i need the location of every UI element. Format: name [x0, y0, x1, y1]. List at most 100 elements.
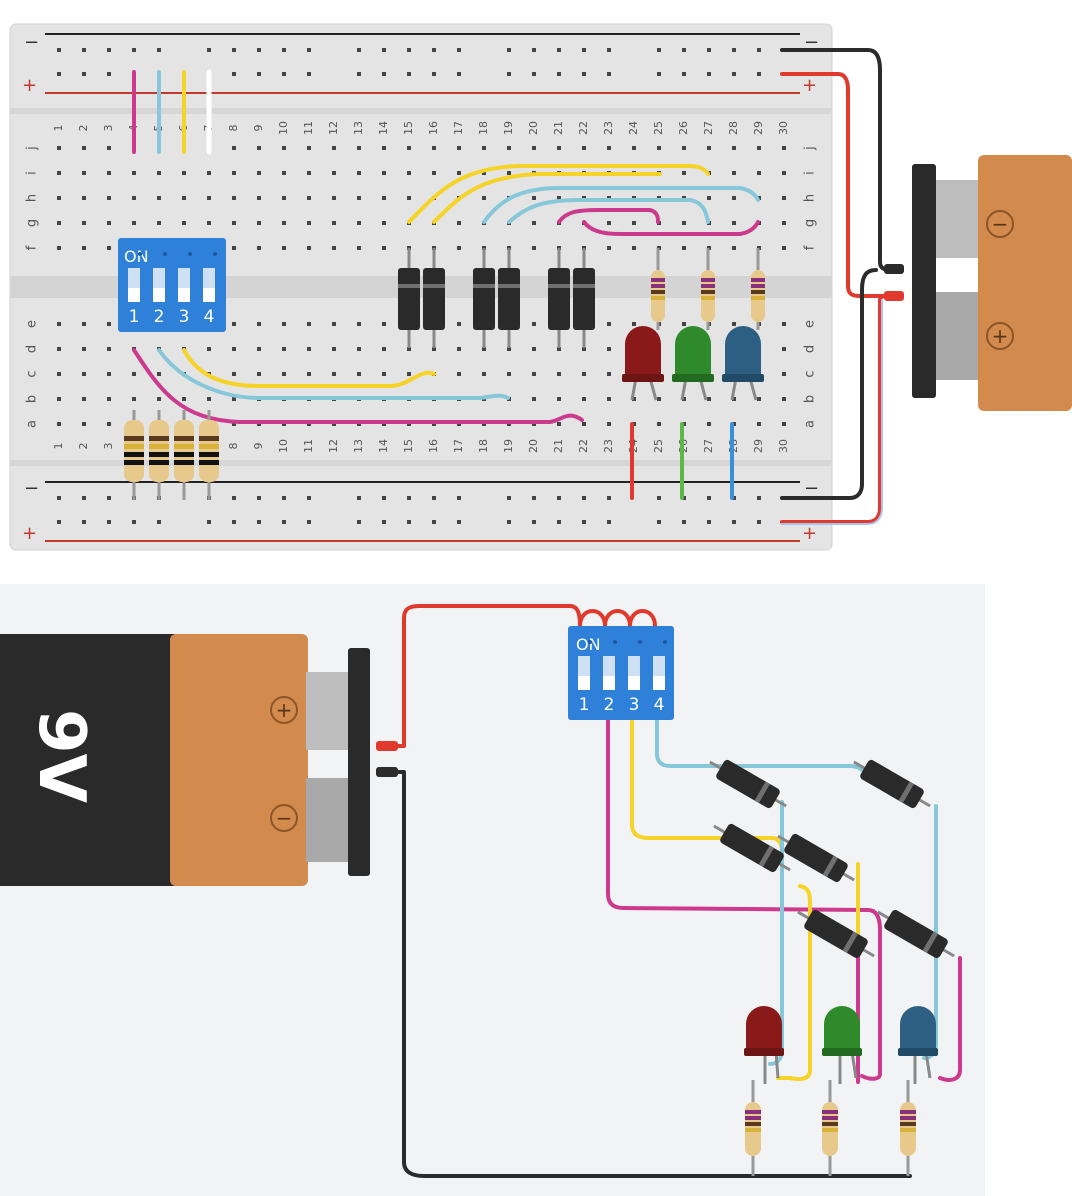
wire-magenta-lower[interactable] [132, 348, 584, 424]
breadboard-hole[interactable] [682, 221, 686, 225]
breadboard-hole[interactable] [732, 196, 736, 200]
breadboard-hole[interactable] [457, 171, 461, 175]
breadboard-hole[interactable] [482, 372, 486, 376]
breadboard-hole[interactable] [607, 347, 611, 351]
wire-magenta-upper-1[interactable] [557, 208, 660, 224]
breadboard-hole[interactable] [307, 171, 311, 175]
breadboard-hole[interactable] [207, 171, 211, 175]
breadboard-hole[interactable] [382, 171, 386, 175]
breadboard-hole[interactable] [182, 397, 186, 401]
schematic-led-blue[interactable] [898, 1006, 938, 1084]
breadboard-hole[interactable] [257, 196, 261, 200]
rail-hole[interactable] [607, 48, 611, 52]
diode[interactable] [573, 268, 595, 330]
schematic-diode[interactable] [708, 816, 795, 879]
wire-yellow-upper-2[interactable] [432, 172, 662, 224]
battery-connector-red[interactable] [884, 291, 904, 301]
breadboard-hole[interactable] [532, 196, 536, 200]
breadboard-hole[interactable] [282, 171, 286, 175]
breadboard-hole[interactable] [357, 246, 361, 250]
rail-hole[interactable] [132, 520, 136, 524]
breadboard-hole[interactable] [732, 397, 736, 401]
breadboard-hole[interactable] [332, 146, 336, 150]
breadboard-hole[interactable] [532, 246, 536, 250]
rail-hole[interactable] [82, 48, 86, 52]
rail-hole[interactable] [407, 48, 411, 52]
rail-hole[interactable] [457, 496, 461, 500]
breadboard-hole[interactable] [457, 221, 461, 225]
breadboard-hole[interactable] [557, 372, 561, 376]
diode[interactable] [473, 268, 495, 330]
rail-hole[interactable] [707, 72, 711, 76]
rail-hole[interactable] [232, 520, 236, 524]
breadboard-hole[interactable] [207, 196, 211, 200]
rail-hole[interactable] [257, 520, 261, 524]
rail-hole[interactable] [457, 48, 461, 52]
breadboard-hole[interactable] [257, 347, 261, 351]
breadboard-hole[interactable] [82, 372, 86, 376]
breadboard-hole[interactable] [732, 322, 736, 326]
rail-hole[interactable] [532, 496, 536, 500]
wire-blue-upper-1[interactable] [482, 186, 760, 224]
breadboard-hole[interactable] [232, 397, 236, 401]
schematic-led-green[interactable] [822, 1006, 862, 1084]
rail-hole[interactable] [382, 48, 386, 52]
breadboard-hole[interactable] [107, 322, 111, 326]
rail-hole[interactable] [682, 520, 686, 524]
rail-hole[interactable] [757, 496, 761, 500]
breadboard-hole[interactable] [132, 171, 136, 175]
rail-hole[interactable] [582, 72, 586, 76]
breadboard-hole[interactable] [532, 397, 536, 401]
breadboard-hole[interactable] [132, 397, 136, 401]
wire-red-loop-1[interactable] [578, 609, 607, 628]
breadboard-hole[interactable] [282, 221, 286, 225]
breadboard-hole[interactable] [582, 347, 586, 351]
rail-hole[interactable] [532, 72, 536, 76]
breadboard-hole[interactable] [282, 347, 286, 351]
breadboard-hole[interactable] [732, 171, 736, 175]
breadboard-hole[interactable] [282, 146, 286, 150]
breadboard-hole[interactable] [332, 246, 336, 250]
breadboard-hole[interactable] [107, 146, 111, 150]
schematic-diode[interactable] [772, 826, 859, 889]
rail-hole[interactable] [732, 520, 736, 524]
breadboard-hole[interactable] [532, 322, 536, 326]
breadboard-hole[interactable] [532, 347, 536, 351]
breadboard-diodes[interactable] [398, 248, 595, 348]
breadboard-hole[interactable] [257, 372, 261, 376]
breadboard-hole[interactable] [107, 347, 111, 351]
breadboard-hole[interactable] [307, 246, 311, 250]
breadboard-hole[interactable] [382, 221, 386, 225]
breadboard-hole[interactable] [432, 171, 436, 175]
breadboard-hole[interactable] [132, 196, 136, 200]
led-blue[interactable] [722, 326, 764, 401]
resistor[interactable] [199, 420, 219, 482]
rail-hole[interactable] [457, 520, 461, 524]
breadboard-hole[interactable] [232, 372, 236, 376]
rail-hole[interactable] [607, 496, 611, 500]
wire-blue-sw3[interactable] [655, 718, 874, 782]
breadboard-hole[interactable] [457, 347, 461, 351]
breadboard-hole[interactable] [507, 146, 511, 150]
breadboard-hole[interactable] [82, 221, 86, 225]
rail-hole[interactable] [282, 520, 286, 524]
breadboard-hole[interactable] [782, 221, 786, 225]
breadboard-hole[interactable] [782, 322, 786, 326]
breadboard-hole[interactable] [682, 246, 686, 250]
breadboard-hole[interactable] [157, 397, 161, 401]
breadboard-hole[interactable] [482, 146, 486, 150]
rail-hole[interactable] [82, 520, 86, 524]
breadboard-hole[interactable] [157, 196, 161, 200]
breadboard-hole[interactable] [382, 347, 386, 351]
rail-hole[interactable] [282, 496, 286, 500]
breadboard-hole[interactable] [182, 221, 186, 225]
breadboard-hole[interactable] [57, 196, 61, 200]
rail-hole[interactable] [757, 72, 761, 76]
breadboard-hole[interactable] [307, 347, 311, 351]
rail-hole[interactable] [582, 496, 586, 500]
wire-yellow-lower[interactable] [182, 348, 436, 388]
breadboard-hole[interactable] [57, 146, 61, 150]
breadboard-hole[interactable] [782, 372, 786, 376]
breadboard-hole[interactable] [307, 221, 311, 225]
resistor[interactable] [124, 420, 144, 482]
